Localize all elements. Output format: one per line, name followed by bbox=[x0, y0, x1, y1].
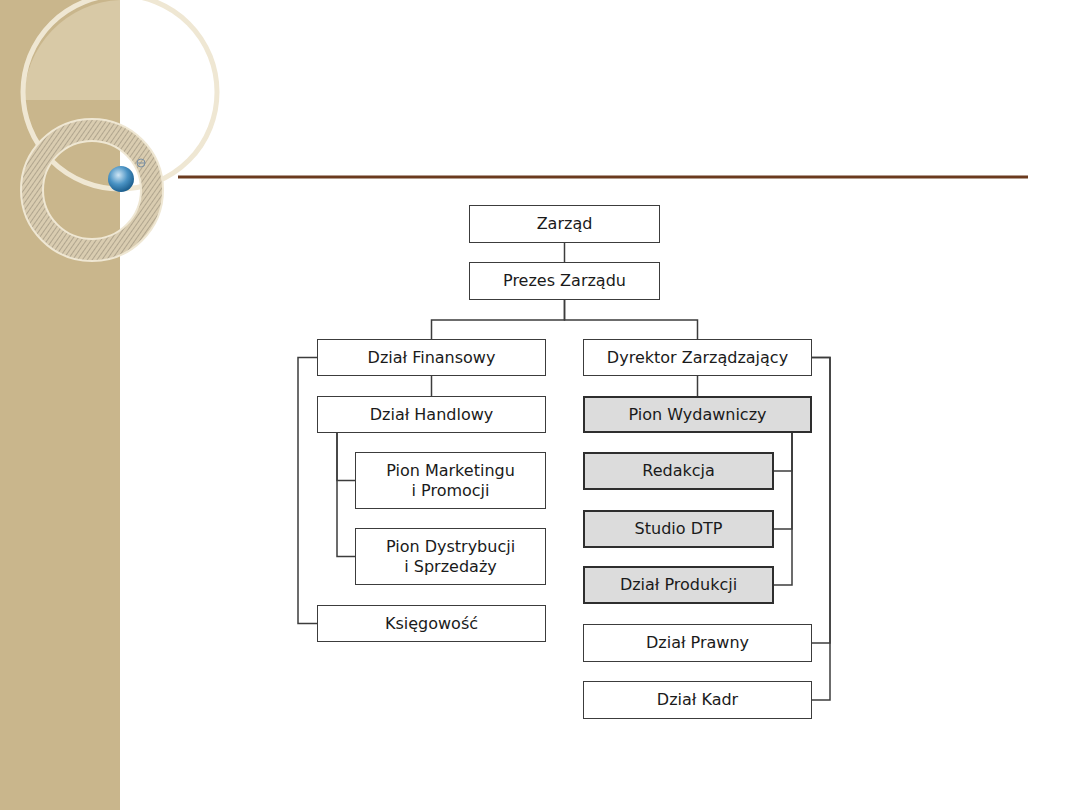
connector-line bbox=[812, 358, 830, 701]
org-box: Pion Dystrybucji i Sprzedaży bbox=[355, 528, 546, 585]
box-label: Zarząd bbox=[537, 214, 593, 233]
connector-line bbox=[564, 243, 566, 262]
box-label: Studio DTP bbox=[635, 519, 723, 538]
box-label: Dział Handlowy bbox=[370, 405, 494, 424]
box-label: Pion Dystrybucji i Sprzedaży bbox=[383, 537, 518, 575]
connector-line bbox=[697, 376, 699, 396]
box-label: Dyrektor Zarządzający bbox=[607, 348, 788, 367]
small-symbol bbox=[137, 163, 145, 164]
box-label: Dział Produkcji bbox=[620, 575, 737, 594]
box-label: Dział Prawny bbox=[646, 633, 749, 652]
org-box: Dyrektor Zarządzający bbox=[583, 339, 812, 376]
connector-line bbox=[774, 433, 792, 529]
org-box: Dział Prawny bbox=[583, 624, 812, 662]
org-box: Pion Marketingu i Promocji bbox=[355, 452, 546, 509]
box-label: Pion Marketingu i Promocji bbox=[383, 461, 518, 499]
connector-line bbox=[565, 300, 698, 339]
decor-ring-edge bbox=[21, 119, 163, 261]
highlighted-box: Studio DTP bbox=[583, 510, 774, 548]
connector-line bbox=[337, 433, 355, 557]
connector-line bbox=[431, 376, 433, 396]
box-label: Redakcja bbox=[642, 461, 715, 480]
connector-line bbox=[774, 433, 792, 471]
box-label: Księgowość bbox=[385, 614, 478, 633]
connector-line bbox=[337, 433, 355, 481]
connector-line bbox=[812, 358, 830, 644]
connector-line bbox=[432, 300, 565, 339]
title-rule bbox=[178, 176, 1028, 179]
highlighted-box: Dział Produkcji bbox=[583, 566, 774, 604]
highlighted-box: Pion Wydawniczy bbox=[583, 396, 812, 433]
globe-bullet bbox=[108, 166, 134, 192]
org-box: Dział Finansowy bbox=[317, 339, 546, 376]
corner-shade bbox=[24, 0, 120, 100]
box-label: Prezes Zarządu bbox=[503, 271, 626, 290]
org-box: Dział Handlowy bbox=[317, 396, 546, 433]
connector-line bbox=[298, 358, 317, 624]
box-label: Pion Wydawniczy bbox=[628, 405, 766, 424]
org-box: Dział Kadr bbox=[583, 681, 812, 719]
org-box: Księgowość bbox=[317, 605, 546, 642]
org-box: Prezes Zarządu bbox=[469, 262, 660, 300]
decor-ring-edge bbox=[43, 141, 141, 239]
decor-ring bbox=[32, 130, 152, 250]
box-label: Dział Finansowy bbox=[368, 348, 496, 367]
connector-line bbox=[774, 433, 792, 585]
org-box: Zarząd bbox=[469, 205, 660, 243]
highlighted-box: Redakcja bbox=[583, 452, 774, 490]
small-symbol bbox=[137, 159, 145, 167]
box-label: Dział Kadr bbox=[657, 690, 738, 709]
